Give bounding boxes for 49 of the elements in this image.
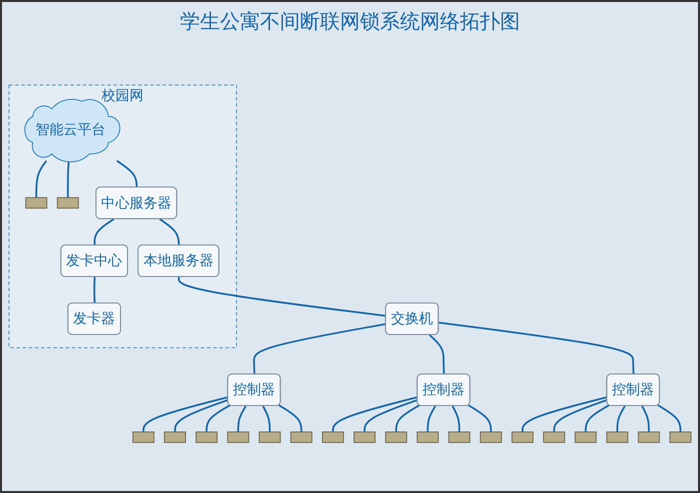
connector <box>364 399 418 432</box>
connector <box>452 406 460 432</box>
connector <box>93 277 96 304</box>
connector <box>426 406 436 432</box>
node-box <box>227 432 250 444</box>
node-box <box>448 432 470 444</box>
diagram-title: 学生公寓不间断联网锁系统网络拓扑图 <box>180 8 520 35</box>
connector <box>278 404 302 432</box>
node-box <box>196 432 218 444</box>
connector <box>35 160 48 198</box>
node-box <box>164 432 186 444</box>
connector <box>658 404 682 432</box>
node-box <box>385 432 408 444</box>
node-box <box>258 432 281 444</box>
connector <box>641 406 650 432</box>
connector <box>94 218 114 246</box>
node-box <box>574 432 597 444</box>
connector <box>522 396 608 432</box>
node-box <box>132 432 154 444</box>
connector <box>237 406 247 432</box>
connector <box>395 404 420 432</box>
connector <box>142 396 228 432</box>
connector <box>174 399 228 432</box>
connector <box>429 334 445 375</box>
connector <box>553 399 608 432</box>
node-box <box>638 432 660 444</box>
connector <box>584 404 610 432</box>
node-box <box>543 432 566 444</box>
connector <box>178 277 386 318</box>
node-box <box>322 432 344 444</box>
node-box <box>416 432 439 444</box>
connector <box>616 406 626 432</box>
node-box <box>606 432 628 444</box>
connector <box>468 404 492 432</box>
node-box <box>56 197 79 209</box>
connector <box>438 322 634 375</box>
connector <box>159 218 180 246</box>
connector <box>67 160 70 198</box>
node-box <box>512 432 534 444</box>
connector <box>116 160 138 188</box>
node-box <box>669 432 692 444</box>
connector <box>253 323 386 375</box>
node-box <box>290 432 312 444</box>
connector <box>206 404 230 432</box>
node-box <box>354 432 376 444</box>
node-box <box>25 197 48 209</box>
node-box <box>480 432 502 444</box>
connector <box>262 406 271 432</box>
connector <box>332 396 418 432</box>
